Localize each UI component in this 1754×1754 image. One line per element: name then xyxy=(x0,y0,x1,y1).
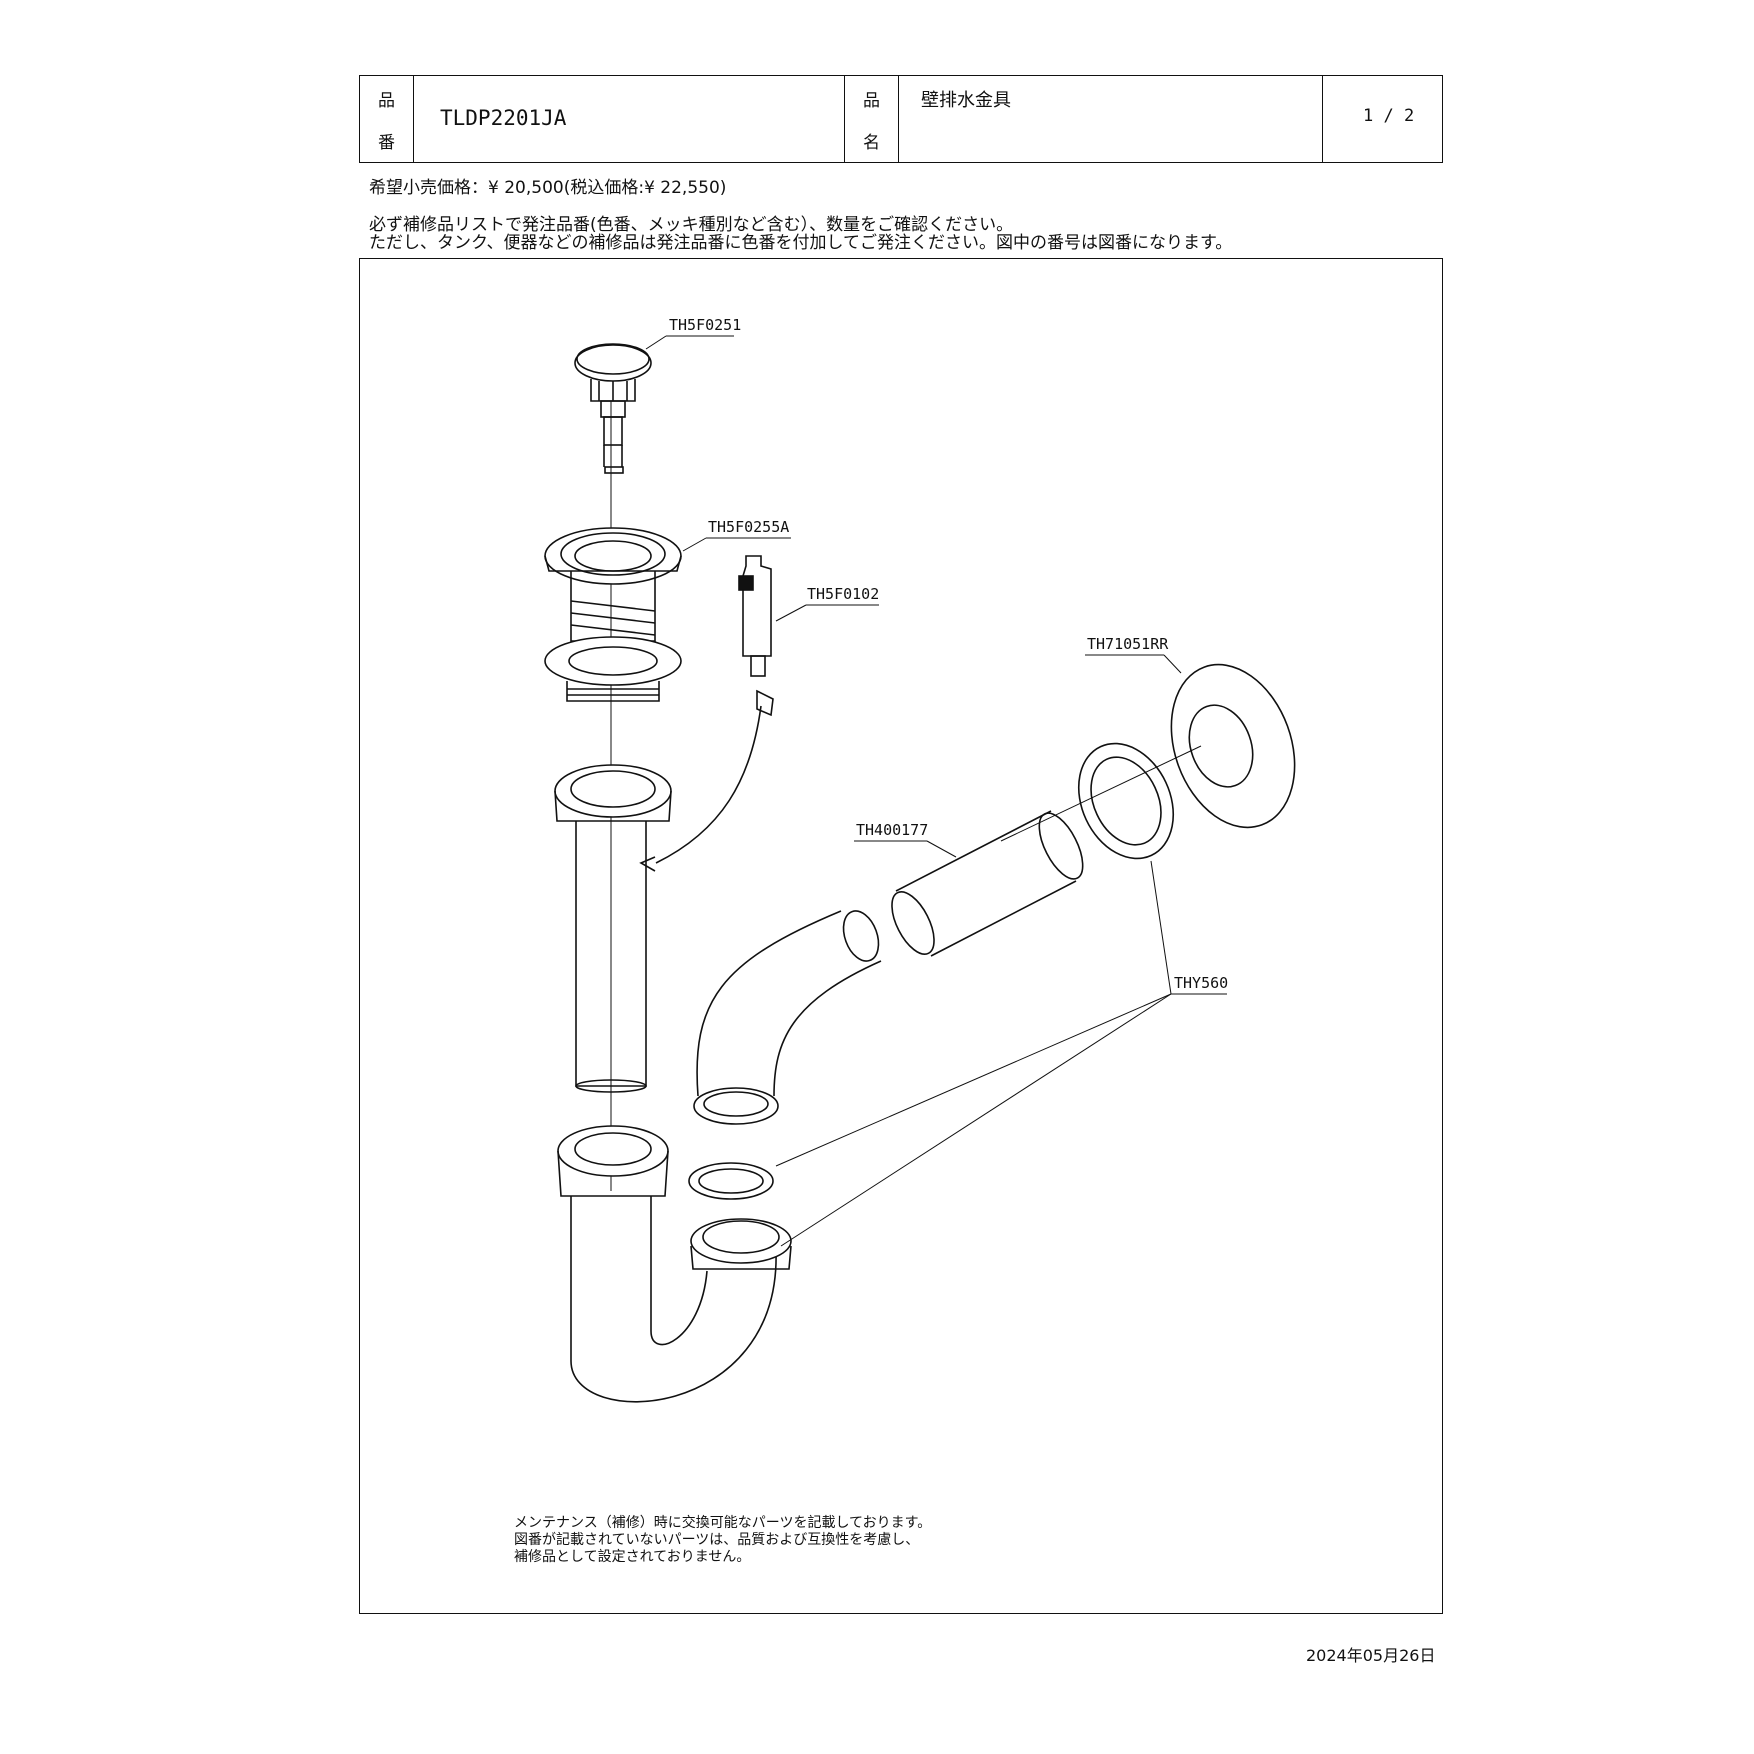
washer-lower-inner xyxy=(698,1168,764,1194)
nut-part xyxy=(1077,742,1175,860)
wall-axis-line xyxy=(1000,745,1202,842)
label-th5f0255a: TH5F0255A xyxy=(708,518,789,536)
maintenance-note-1: メンテナンス（補修）時に交換可能なパーツを記載しております。 xyxy=(514,1515,932,1531)
part-number-cell: TLDP2201JA xyxy=(414,76,845,162)
label-th5f0251: TH5F0251 xyxy=(669,316,741,334)
wall-flange-part xyxy=(1170,663,1296,829)
document-date: 2024年05月26日 xyxy=(1306,1646,1436,1665)
product-name: 壁排水金具 xyxy=(921,90,1011,111)
straight-pipe-part xyxy=(891,810,1084,957)
stopper-cap-part xyxy=(574,343,652,474)
label-th71051rr: TH71051RR xyxy=(1087,635,1169,653)
notice-line-2: ただし、タンク、便器などの補修品は発注品番に色番を付加してご発注ください。図中の… xyxy=(369,233,1233,253)
leader-lines xyxy=(645,335,1227,1247)
label-th5f0102: TH5F0102 xyxy=(807,585,879,603)
page-number: 1 / 2 xyxy=(1363,106,1415,126)
diagram-frame: TH5F0251 TH5F0255A TH5F0102 TH71051RR TH… xyxy=(359,258,1443,1614)
notice-line-1: 必ず補修品リストで発注品番(色番、メッキ種別など含む）、数量をご確認ください。 xyxy=(369,215,1014,235)
product-name-label-bottom: 名 xyxy=(863,133,880,153)
label-th400177: TH400177 xyxy=(856,821,928,839)
maintenance-note-2: 図番が記載されていないパーツは、品質および互換性を考慮し、 xyxy=(514,1532,920,1548)
p-trap-part xyxy=(557,1125,792,1403)
drain-body-part xyxy=(544,527,682,702)
maintenance-note-3: 補修品として設定されておりません。 xyxy=(514,1549,751,1565)
label-thy560: THY560 xyxy=(1174,974,1228,992)
price-line: 希望小売価格：¥ 20,500(税込価格:¥ 22,550) xyxy=(369,178,727,198)
part-number: TLDP2201JA xyxy=(440,106,567,130)
lever-rod-part xyxy=(639,555,774,872)
page-cell: 1 / 2 xyxy=(1323,76,1444,162)
part-number-label-bottom: 番 xyxy=(378,133,395,153)
part-number-label-cell: 品 番 xyxy=(360,76,414,162)
part-number-label-top: 品 xyxy=(378,91,395,111)
elbow-pipe-part xyxy=(693,910,882,1125)
product-name-label-cell: 品 名 xyxy=(845,76,899,162)
exploded-parts-diagram: TH5F0251 TH5F0255A TH5F0102 TH71051RR TH… xyxy=(544,316,1296,1403)
product-name-cell: 壁排水金具 xyxy=(899,76,1323,162)
tail-pipe-part xyxy=(554,764,672,1093)
product-name-label-top: 品 xyxy=(863,91,880,111)
washer-lower xyxy=(688,1162,774,1200)
header-table: 品 番 TLDP2201JA 品 名 壁排水金具 1 / 2 xyxy=(359,75,1443,163)
